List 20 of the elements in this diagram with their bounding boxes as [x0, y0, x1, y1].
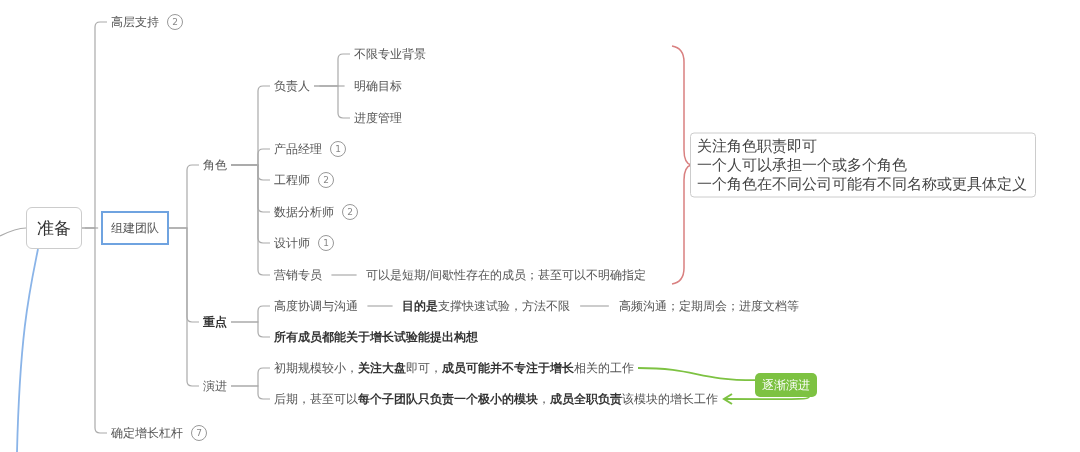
connector	[366, 305, 394, 307]
connector	[16, 248, 39, 452]
connector	[0, 227, 27, 237]
callout-box: 逐渐演进	[755, 373, 817, 397]
connector	[313, 85, 351, 119]
connector	[168, 227, 200, 387]
note-box	[690, 132, 1036, 198]
connector	[637, 367, 756, 382]
connector	[230, 385, 271, 400]
selected-topic-box: 组建团队	[101, 211, 169, 245]
note-line: 关注角色职责即可	[697, 136, 818, 156]
connector	[230, 321, 271, 338]
arrow	[723, 393, 810, 405]
topic-box: 准备	[26, 207, 82, 249]
connector	[230, 164, 271, 276]
note-line: 一个人可以承担一个或多个角色	[697, 155, 908, 175]
connector	[579, 305, 610, 307]
connector	[330, 274, 358, 276]
connector	[81, 227, 108, 434]
note-line: 一个角色在不同公司可能有不同名称或更具体定义	[697, 174, 1027, 194]
